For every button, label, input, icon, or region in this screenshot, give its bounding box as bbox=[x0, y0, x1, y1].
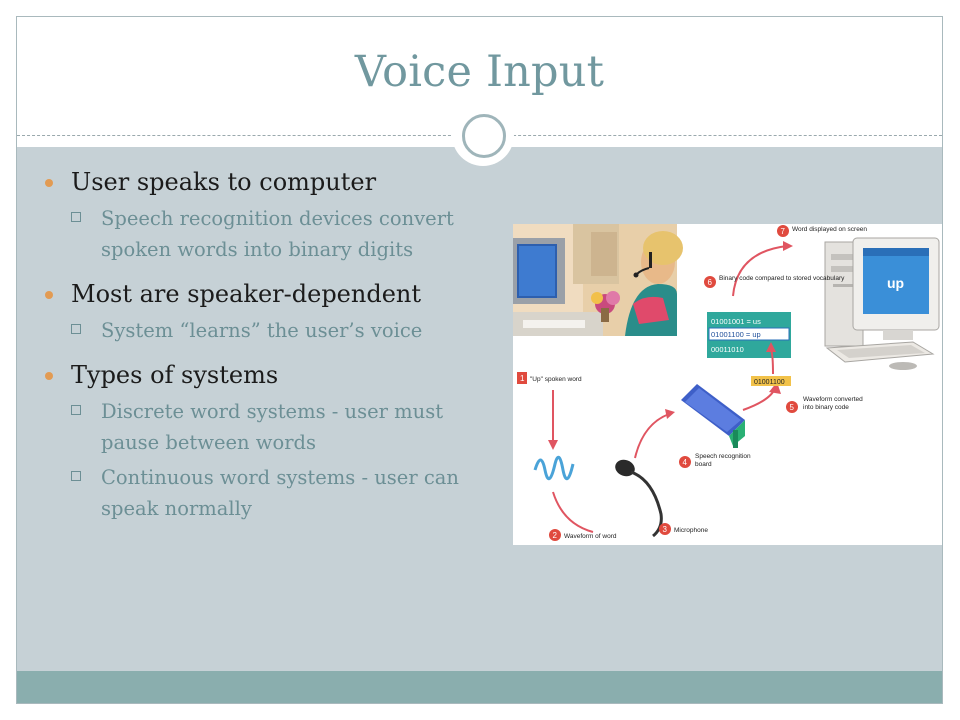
svg-text:"Up" spoken word: "Up" spoken word bbox=[530, 376, 582, 383]
svg-text:Waveform of word: Waveform of word bbox=[564, 533, 617, 540]
speech-recognition-illustration: up 7 Word displayed on screen 6 Binary c… bbox=[513, 224, 942, 545]
sub-bullet-text: Discrete word systems - user must pause … bbox=[101, 400, 444, 454]
binary-codes: 01001001 = us 01001100 = up 00011010 bbox=[707, 312, 791, 358]
svg-text:into binary code: into binary code bbox=[803, 404, 849, 411]
svg-text:00011010: 00011010 bbox=[711, 345, 744, 354]
step-6: 6 Binary code compared to stored vocabul… bbox=[704, 275, 845, 288]
svg-text:01001001 = us: 01001001 = us bbox=[711, 317, 761, 326]
svg-text:Waveform converted: Waveform converted bbox=[803, 396, 863, 403]
svg-text:Binary code compared to stored: Binary code compared to stored vocabular… bbox=[719, 275, 845, 282]
step-5: 5 Waveform converted into binary code bbox=[786, 396, 863, 413]
bullet-dot-icon bbox=[45, 372, 53, 380]
bullet-text: Types of systems bbox=[71, 361, 279, 389]
bullet-item: Most are speaker-dependent bbox=[45, 279, 487, 309]
waveform-icon bbox=[533, 455, 575, 481]
bullet-text: User speaks to computer bbox=[71, 168, 377, 196]
svg-text:3: 3 bbox=[663, 525, 668, 534]
step-3: 3 Microphone bbox=[659, 523, 708, 535]
computer-icon: up bbox=[824, 237, 940, 370]
sub-bullet-item: Speech recognition devices convert spoke… bbox=[57, 203, 487, 265]
step-7: 7 Word displayed on screen bbox=[777, 225, 867, 237]
slide-title: Voice Input bbox=[354, 47, 605, 97]
sub-bullet-text: Continuous word systems - user can speak… bbox=[101, 466, 459, 520]
svg-text:Microphone: Microphone bbox=[674, 527, 708, 534]
speech-board-icon bbox=[681, 384, 745, 448]
bullet-item: Types of systems bbox=[45, 360, 487, 390]
svg-text:01001100 = up: 01001100 = up bbox=[711, 330, 761, 339]
square-bullet-icon bbox=[71, 405, 81, 415]
bullet-item: User speaks to computer bbox=[45, 167, 487, 197]
bullet-list: User speaks to computer Speech recogniti… bbox=[45, 167, 487, 538]
svg-text:2: 2 bbox=[553, 531, 558, 540]
step-4: 4 Speech recognition board bbox=[679, 453, 751, 468]
svg-text:5: 5 bbox=[790, 403, 795, 412]
sub-bullet-item: System “learns” the user’s voice bbox=[57, 315, 487, 346]
divider-ring-icon bbox=[462, 114, 506, 158]
microphone-icon bbox=[615, 459, 663, 538]
slide: Voice Input User speaks to computer Spee… bbox=[16, 16, 943, 704]
bullet-dot-icon bbox=[45, 291, 53, 299]
square-bullet-icon bbox=[71, 212, 81, 222]
svg-text:7: 7 bbox=[781, 227, 786, 236]
bullet-dot-icon bbox=[45, 179, 53, 187]
screen-word: up bbox=[887, 275, 904, 291]
svg-text:board: board bbox=[695, 461, 712, 468]
svg-text:1: 1 bbox=[520, 374, 525, 383]
svg-text:Word displayed on screen: Word displayed on screen bbox=[792, 226, 867, 233]
user-photo bbox=[513, 224, 683, 336]
square-bullet-icon bbox=[71, 471, 81, 481]
step-1: 1 "Up" spoken word bbox=[517, 372, 582, 384]
svg-text:4: 4 bbox=[683, 458, 688, 467]
svg-text:01001100: 01001100 bbox=[754, 379, 785, 386]
sub-bullet-item: Discrete word systems - user must pause … bbox=[57, 396, 487, 458]
step-2: 2 Waveform of word bbox=[549, 529, 617, 541]
svg-text:6: 6 bbox=[708, 278, 713, 287]
sub-bullet-text: System “learns” the user’s voice bbox=[101, 319, 423, 342]
square-bullet-icon bbox=[71, 324, 81, 334]
bullet-text: Most are speaker-dependent bbox=[71, 280, 422, 308]
sub-bullet-item: Continuous word systems - user can speak… bbox=[57, 462, 487, 524]
binary-output: 01001100 bbox=[751, 376, 791, 386]
svg-text:Speech recognition: Speech recognition bbox=[695, 453, 751, 460]
footer-bar bbox=[17, 671, 942, 703]
sub-bullet-text: Speech recognition devices convert spoke… bbox=[101, 207, 454, 261]
